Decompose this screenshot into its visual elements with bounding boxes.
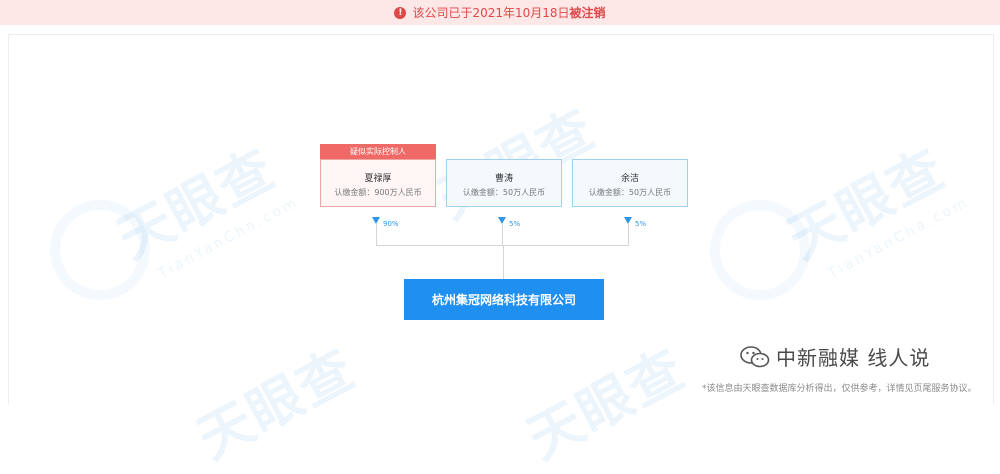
company-node[interactable]: 杭州集冠网络科技有限公司 (404, 279, 604, 320)
wechat-signature: 中新融媒 线人说 (740, 342, 930, 371)
shareholder-amount: 认缴金额：50万人民币 (588, 188, 672, 197)
shareholder-name: 曹涛 (494, 174, 513, 184)
deregistered-banner: ! 该公司已于2021年10月18日 被注销 (0, 0, 1000, 25)
shareholder-node[interactable]: 夏禄厚 认缴金额：900万人民币 (320, 159, 436, 207)
watermark-logo-icon (710, 200, 810, 300)
shareholder-amount: 认缴金额：900万人民币 (334, 188, 422, 197)
connector-line (628, 224, 629, 245)
shareholder-node[interactable]: 余洁 认缴金额：50万人民币 (572, 159, 688, 207)
share-percent: 5% (635, 220, 647, 228)
connector-line (376, 245, 629, 246)
shareholder-node[interactable]: 曹涛 认缴金额：50万人民币 (446, 159, 562, 207)
warning-icon: ! (394, 6, 407, 19)
connector-line (376, 224, 377, 245)
shareholder-name: 夏禄厚 (364, 174, 392, 184)
share-percent: 5% (509, 220, 521, 228)
actual-controller-tag: 疑似实际控制人 (320, 144, 436, 159)
footer-disclaimer: *该信息由天眼查数据库分析得出，仅供参考，详情见页尾服务协议。 (702, 384, 977, 394)
down-arrow-icon (624, 217, 632, 224)
wechat-icon (740, 345, 770, 367)
connector-line (502, 224, 503, 245)
banner-status: 被注销 (569, 6, 606, 20)
watermark-logo-icon (50, 200, 150, 300)
down-arrow-icon (498, 217, 506, 224)
down-arrow-icon (372, 217, 380, 224)
wechat-text: 中新融媒 线人说 (776, 346, 931, 370)
share-percent: 90% (383, 220, 399, 228)
shareholder-amount: 认缴金额：50万人民币 (462, 188, 546, 197)
banner-text: 该公司已于2021年10月18日 (412, 6, 570, 20)
connector-line (503, 245, 504, 279)
shareholder-name: 余洁 (620, 174, 639, 184)
